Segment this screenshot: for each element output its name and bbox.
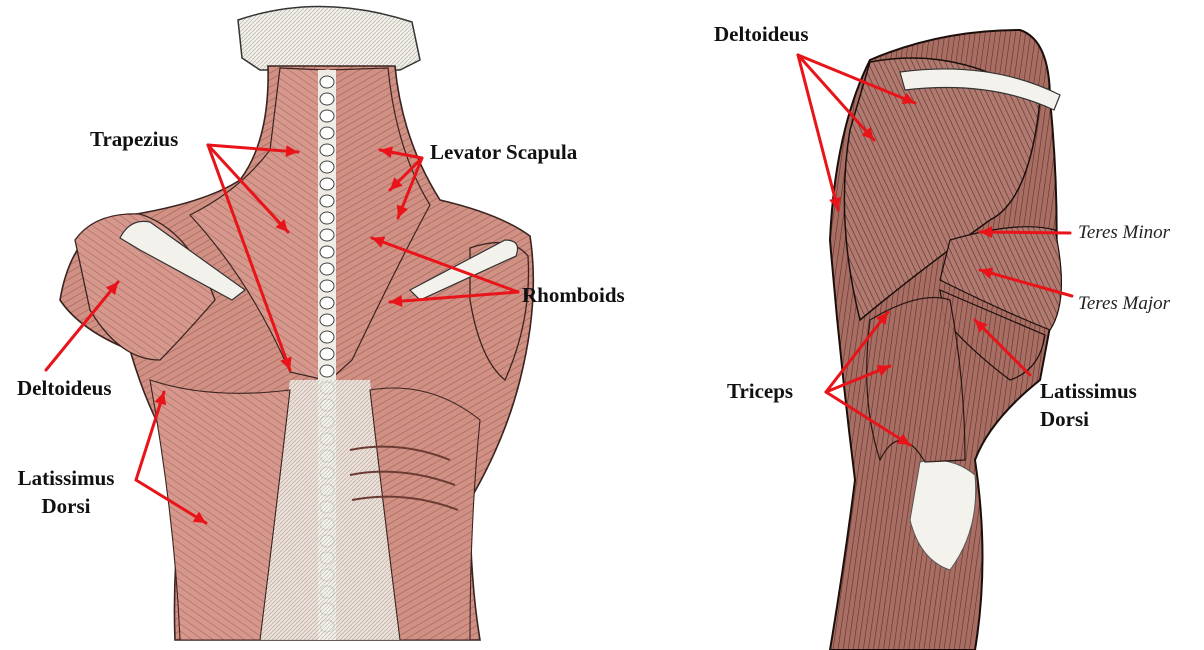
vertebra — [320, 93, 334, 105]
vertebra — [320, 348, 334, 360]
vertebra — [320, 331, 334, 343]
vertebra — [320, 110, 334, 122]
label-deltoideus-arm: Deltoideus — [714, 23, 809, 46]
vertebra — [320, 161, 334, 173]
vertebra — [320, 76, 334, 88]
vertebra — [320, 263, 334, 275]
vertebra — [320, 365, 334, 377]
vertebra — [320, 178, 334, 190]
label-latissimus-arm-line2: Dorsi — [1040, 408, 1137, 431]
label-levator-scapula: Levator Scapula — [430, 141, 577, 164]
label-deltoideus-back: Deltoideus — [17, 377, 112, 400]
label-trapezius: Trapezius — [90, 128, 178, 151]
back-view-figure — [60, 6, 533, 640]
label-latissimus-back-line1: Latissimus — [10, 467, 122, 490]
label-triceps: Triceps — [727, 380, 793, 403]
vertebra — [320, 314, 334, 326]
label-latissimus-arm: Latissimus Dorsi — [1040, 380, 1137, 431]
vertebra — [320, 229, 334, 241]
vertebra — [320, 212, 334, 224]
label-latissimus-back: Latissimus Dorsi — [10, 467, 122, 518]
vertebra — [320, 246, 334, 258]
vertebra — [320, 195, 334, 207]
label-rhomboids: Rhomboids — [522, 284, 625, 307]
label-latissimus-arm-line1: Latissimus — [1040, 380, 1137, 403]
occipital-bone — [238, 6, 420, 70]
label-latissimus-back-line2: Dorsi — [10, 495, 122, 518]
label-teres-major: Teres Major — [1078, 292, 1170, 315]
arrow-teres-minor — [980, 232, 1070, 233]
vertebra — [320, 297, 334, 309]
vertebra — [320, 144, 334, 156]
vertebra — [320, 280, 334, 292]
label-teres-minor: Teres Minor — [1078, 221, 1170, 244]
vertebra — [320, 127, 334, 139]
